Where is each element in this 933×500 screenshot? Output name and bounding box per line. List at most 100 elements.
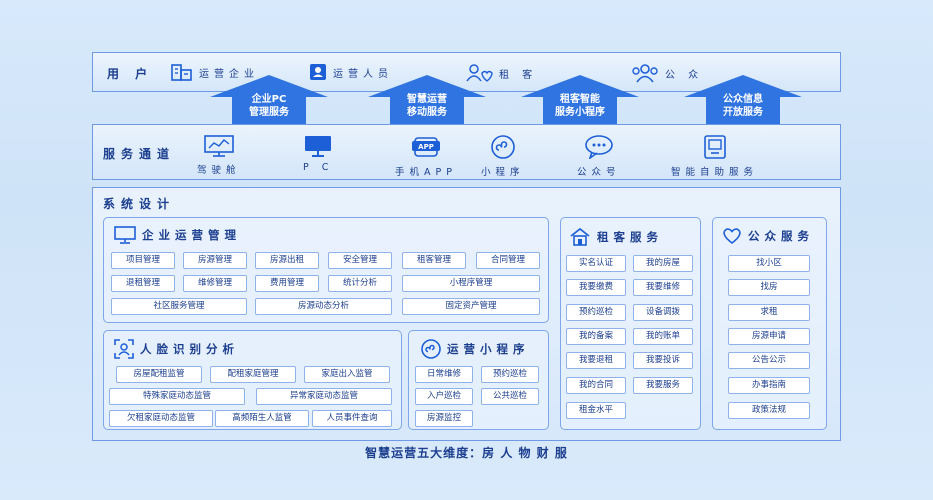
chip-special-family[interactable]: 特殊家庭动态监管 bbox=[109, 388, 245, 405]
chip-repair-mgmt[interactable]: 维修管理 bbox=[183, 275, 247, 292]
chip-my-filing[interactable]: 我的备案 bbox=[566, 328, 626, 345]
user-enterprise: 运营企业 bbox=[171, 63, 259, 81]
chip-tenant-mgmt[interactable]: 租客管理 bbox=[402, 252, 466, 269]
chip-request-service[interactable]: 我要服务 bbox=[633, 377, 693, 394]
mini-program-icon bbox=[490, 135, 515, 159]
face-panel: 人脸识别分析 房屋配租监管 配租家庭管理 家庭出入监管 特殊家庭动态监管 异常家… bbox=[103, 330, 402, 430]
house-icon bbox=[570, 227, 590, 246]
arrow-tenant-mini: 租客智能服务小程序 bbox=[521, 75, 639, 125]
chip-find-community[interactable]: 找小区 bbox=[728, 255, 810, 272]
channel-app-label: 手机APP bbox=[395, 167, 457, 178]
chip-complaint[interactable]: 我要投诉 bbox=[633, 352, 693, 369]
chip-stranger-monitor[interactable]: 高频陌生人监管 bbox=[215, 410, 309, 427]
tenant-title: 租客服务 bbox=[569, 227, 663, 247]
chip-safety-mgmt[interactable]: 安全管理 bbox=[328, 252, 392, 269]
up-arrow-icon bbox=[210, 75, 328, 125]
chip-entry-exit-monitor[interactable]: 家庭出入监管 bbox=[304, 366, 390, 383]
chip-housing-monitor[interactable]: 房源监控 bbox=[415, 410, 473, 427]
footer-caption: 智慧运营五大维度：房 人 物 财 服 bbox=[365, 446, 568, 460]
chip-announcement[interactable]: 公告公示 bbox=[728, 352, 810, 369]
chip-arrears-family[interactable]: 欠租家庭动态监管 bbox=[109, 410, 213, 427]
channel-kiosk-label: 智能自助服务 bbox=[671, 167, 759, 178]
mini-program-icon bbox=[421, 339, 441, 359]
arrow-4-line1: 公众信息 bbox=[723, 94, 763, 105]
chip-checkout-mgmt[interactable]: 退租管理 bbox=[111, 275, 175, 292]
chip-scheduled-inspection[interactable]: 预约巡检 bbox=[481, 366, 539, 383]
chip-my-contract[interactable]: 我的合同 bbox=[566, 377, 626, 394]
channels-label: 服务通道 bbox=[103, 147, 176, 161]
chip-home-inspection[interactable]: 入户巡检 bbox=[415, 388, 473, 405]
chip-seek-rent[interactable]: 求租 bbox=[728, 304, 810, 321]
arrow-3-line1: 租客智能 bbox=[560, 94, 600, 105]
chip-my-bill[interactable]: 我的账单 bbox=[633, 328, 693, 345]
group-icon bbox=[632, 64, 658, 83]
mini-title-text: 运营小程序 bbox=[447, 342, 530, 356]
public-title: 公众服务 bbox=[722, 227, 814, 245]
user-operator-label: 运营人员 bbox=[333, 68, 393, 80]
chip-find-house[interactable]: 找房 bbox=[728, 279, 810, 296]
mobile-app-icon: APP bbox=[411, 137, 440, 157]
svg-text:APP: APP bbox=[418, 143, 434, 151]
arrow-public-info: 公众信息开放服务 bbox=[684, 75, 802, 125]
chip-community-service[interactable]: 社区服务管理 bbox=[111, 298, 247, 315]
id-card-icon bbox=[310, 64, 326, 80]
dashboard-monitor-icon bbox=[203, 135, 234, 157]
up-arrow-icon bbox=[368, 75, 486, 125]
chip-allocation-monitor[interactable]: 房屋配租监管 bbox=[116, 366, 202, 383]
arrow-3-line2: 服务小程序 bbox=[555, 107, 605, 118]
channel-pc: P C bbox=[303, 135, 333, 173]
chip-checkout[interactable]: 我要退租 bbox=[566, 352, 626, 369]
chip-policy[interactable]: 政策法规 bbox=[728, 402, 810, 419]
building-icon bbox=[171, 64, 192, 81]
chip-public-inspection[interactable]: 公共巡检 bbox=[481, 388, 539, 405]
chip-device-transfer[interactable]: 设备调拨 bbox=[633, 304, 693, 321]
chip-event-query[interactable]: 人员事件查询 bbox=[312, 410, 392, 427]
channel-mini-program: 小程序 bbox=[481, 135, 525, 178]
chip-fixed-assets[interactable]: 固定资产管理 bbox=[402, 298, 540, 315]
users-band: 用 户 运营企业 运营人员 租 客 bbox=[92, 52, 841, 92]
pc-monitor-icon bbox=[305, 136, 332, 157]
tenant-title-text: 租客服务 bbox=[597, 230, 663, 244]
chip-housing-dynamic[interactable]: 房源动态分析 bbox=[255, 298, 392, 315]
arrow-2-line2: 移动服务 bbox=[407, 107, 447, 118]
chip-abnormal-family[interactable]: 异常家庭动态监管 bbox=[256, 388, 392, 405]
chip-rent-level[interactable]: 租金水平 bbox=[566, 402, 626, 419]
user-enterprise-label: 运营企业 bbox=[199, 68, 259, 80]
chip-statistics[interactable]: 统计分析 bbox=[328, 275, 392, 292]
kiosk-icon bbox=[703, 135, 726, 159]
channel-official-account-label: 公众号 bbox=[577, 167, 621, 178]
up-arrow-icon bbox=[521, 75, 639, 125]
arrow-2-line1: 智慧运营 bbox=[407, 94, 447, 105]
chip-fee-mgmt[interactable]: 费用管理 bbox=[255, 275, 319, 292]
chip-guide[interactable]: 办事指南 bbox=[728, 377, 810, 394]
user-public: 公 众 bbox=[631, 63, 703, 83]
user-tenant-label: 租 客 bbox=[499, 69, 538, 81]
chip-book-inspection[interactable]: 预约巡检 bbox=[566, 304, 626, 321]
arrow-1-line2: 管理服务 bbox=[249, 107, 289, 118]
chip-housing-rental[interactable]: 房源出租 bbox=[255, 252, 319, 269]
channel-official-account: 公众号 bbox=[577, 135, 621, 178]
chip-real-name[interactable]: 实名认证 bbox=[566, 255, 626, 272]
monitor-icon bbox=[114, 226, 136, 244]
chip-my-house[interactable]: 我的房屋 bbox=[633, 255, 693, 272]
enterprise-panel: 企业运营管理 项目管理 房源管理 房源出租 安全管理 租客管理 合同管理 退租管… bbox=[103, 217, 549, 323]
channel-dashboard: 驾驶舱 bbox=[197, 135, 241, 176]
channel-kiosk: 智能自助服务 bbox=[671, 135, 758, 178]
chip-request-repair[interactable]: 我要维修 bbox=[633, 279, 693, 296]
chip-contract-mgmt[interactable]: 合同管理 bbox=[476, 252, 540, 269]
heart-hand-icon bbox=[723, 228, 741, 245]
arrow-1-line1: 企业PC bbox=[251, 94, 287, 105]
chip-daily-repair[interactable]: 日常维修 bbox=[415, 366, 473, 383]
chip-housing-apply[interactable]: 房源申请 bbox=[728, 328, 810, 345]
chip-housing-mgmt[interactable]: 房源管理 bbox=[183, 252, 247, 269]
chip-family-mgmt[interactable]: 配租家庭管理 bbox=[210, 366, 296, 383]
tenant-icon bbox=[466, 64, 493, 82]
user-operator: 运营人员 bbox=[309, 63, 393, 81]
channels-band: 服务通道 驾驶舱 P C APP 手机APP 小程序 bbox=[92, 124, 841, 180]
arrow-enterprise-pc: 企业PC 管理服务 bbox=[210, 75, 328, 125]
face-scan-icon bbox=[114, 339, 134, 359]
chip-pay[interactable]: 我要缴费 bbox=[566, 279, 626, 296]
chip-mini-program-mgmt[interactable]: 小程序管理 bbox=[402, 275, 540, 292]
chip-project-mgmt[interactable]: 项目管理 bbox=[111, 252, 175, 269]
channel-mini-program-label: 小程序 bbox=[481, 167, 525, 178]
